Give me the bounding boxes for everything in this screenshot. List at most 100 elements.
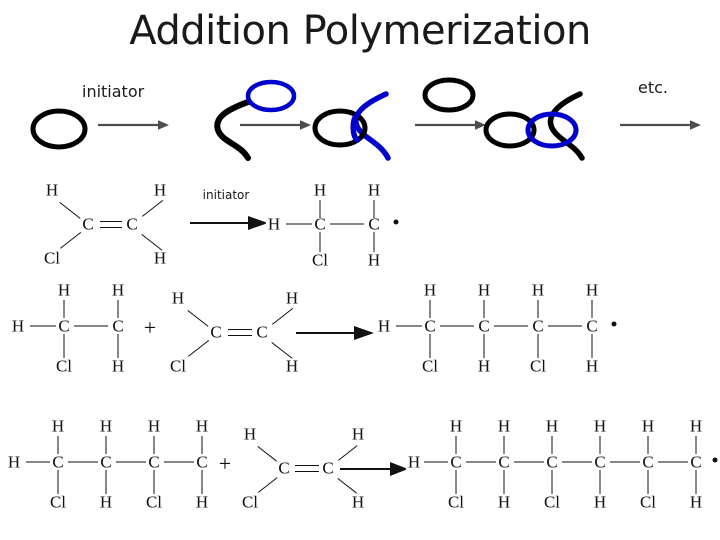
radical-dot bbox=[393, 219, 399, 225]
bond bbox=[591, 300, 593, 318]
structure-chain-6c-radical: H C H Cl C H H C H Cl C H H bbox=[404, 410, 718, 530]
atom-label: H bbox=[97, 492, 115, 512]
cartoon-arrow-3 bbox=[415, 120, 486, 130]
bond bbox=[440, 325, 474, 327]
reaction-initiation: H Cl C C H H initiator H C H Cl bbox=[0, 176, 720, 272]
atom-label: C bbox=[496, 452, 512, 472]
atom-label: C bbox=[50, 452, 66, 472]
bond bbox=[599, 436, 601, 454]
atom-label: C bbox=[110, 316, 126, 336]
atom-label: H bbox=[591, 416, 609, 436]
bond bbox=[396, 325, 422, 327]
bond bbox=[338, 445, 358, 461]
structure-vinyl-chloride: H Cl C C H H bbox=[0, 176, 180, 272]
atom-label: C bbox=[320, 458, 336, 478]
bond bbox=[63, 334, 65, 358]
atom-label: H bbox=[241, 424, 259, 444]
reaction-arrow bbox=[190, 216, 268, 230]
cartoon-etc-label: etc. bbox=[638, 78, 668, 97]
third-monomer-ring-icon bbox=[422, 77, 476, 113]
double-bond bbox=[228, 335, 252, 336]
bond bbox=[658, 461, 688, 463]
atom-label: Cl bbox=[41, 248, 63, 268]
structure-vinyl-chloride-radical: H C H Cl C H H bbox=[262, 176, 432, 272]
trimer-icon bbox=[483, 91, 585, 161]
bond bbox=[258, 477, 278, 493]
atom-label: H bbox=[151, 248, 169, 268]
bond bbox=[188, 339, 210, 357]
bond bbox=[483, 334, 485, 358]
bond bbox=[319, 232, 321, 252]
bond bbox=[551, 436, 553, 454]
atom-label: H bbox=[109, 280, 127, 300]
bond bbox=[695, 470, 697, 494]
bond bbox=[591, 334, 593, 358]
cartoon-arrow-1 bbox=[98, 120, 169, 130]
atom-label: H bbox=[421, 280, 439, 300]
bond bbox=[74, 325, 108, 327]
atom-label: H bbox=[475, 280, 493, 300]
plus-sign: + bbox=[218, 451, 232, 476]
atom-label: H bbox=[495, 416, 513, 436]
atom-label: H bbox=[49, 416, 67, 436]
bond bbox=[647, 436, 649, 454]
bond bbox=[429, 334, 431, 358]
bond bbox=[483, 300, 485, 318]
atom-label: H bbox=[583, 356, 601, 376]
atom-label: C bbox=[530, 316, 546, 336]
reaction-propagation-1: H C H Cl C H H + H Cl C C H H bbox=[0, 278, 720, 388]
atom-label: H bbox=[591, 492, 609, 512]
bond bbox=[57, 470, 59, 494]
bond bbox=[201, 436, 203, 454]
structure-vinyl-chloride: H Cl C C H H bbox=[160, 284, 320, 384]
bond bbox=[503, 436, 505, 454]
atom-label: H bbox=[349, 492, 367, 512]
atom-label: H bbox=[9, 316, 27, 336]
atom-label: Cl bbox=[419, 356, 441, 376]
cartoon-arrow-4 bbox=[620, 120, 701, 130]
structure-chain-2c: H C H Cl C H H bbox=[0, 278, 150, 388]
bond bbox=[548, 325, 582, 327]
atom-label: C bbox=[124, 214, 140, 234]
atom-label: C bbox=[276, 458, 292, 478]
bond bbox=[68, 461, 98, 463]
reaction-propagation-2: H C H Cl C H H C H Cl C H H + bbox=[0, 410, 720, 530]
atom-label: H bbox=[97, 416, 115, 436]
bond bbox=[503, 470, 505, 494]
bond bbox=[537, 334, 539, 358]
atom-label: C bbox=[312, 214, 328, 234]
atom-label: H bbox=[43, 180, 61, 200]
atom-label: C bbox=[592, 452, 608, 472]
atom-label: Cl bbox=[53, 356, 75, 376]
atom-label: C bbox=[640, 452, 656, 472]
bond bbox=[537, 300, 539, 318]
atom-label: Cl bbox=[143, 492, 165, 512]
bond bbox=[647, 470, 649, 494]
atom-label: C bbox=[366, 214, 382, 234]
atom-label: Cl bbox=[445, 492, 467, 512]
bond bbox=[271, 342, 293, 359]
atom-label: Cl bbox=[637, 492, 659, 512]
atom-label: H bbox=[475, 356, 493, 376]
radical-dot bbox=[712, 457, 718, 463]
bond bbox=[373, 232, 375, 252]
bond bbox=[466, 461, 496, 463]
bond bbox=[105, 436, 107, 454]
atom-label: C bbox=[208, 322, 224, 342]
bond bbox=[117, 334, 119, 358]
atom-label: H bbox=[375, 316, 393, 336]
atom-label: C bbox=[194, 452, 210, 472]
atom-label: H bbox=[193, 416, 211, 436]
bond bbox=[695, 436, 697, 454]
bond bbox=[105, 470, 107, 494]
atom-label: C bbox=[544, 452, 560, 472]
atom-label: H bbox=[365, 250, 383, 270]
bond bbox=[319, 200, 321, 218]
bond bbox=[59, 202, 81, 219]
atom-label: C bbox=[688, 452, 704, 472]
atom-label: H bbox=[365, 180, 383, 200]
bond bbox=[153, 470, 155, 494]
page-title: Addition Polymerization bbox=[129, 8, 591, 54]
atom-label: H bbox=[311, 180, 329, 200]
